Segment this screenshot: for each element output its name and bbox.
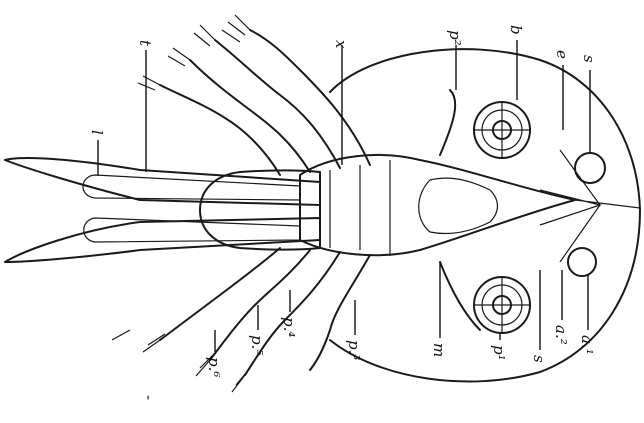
label-p4: p.⁴ [280,317,298,337]
abdomen-segments [200,171,320,250]
antenna-upper [440,90,455,155]
label-p3: p.³ [345,340,363,360]
label-s-bottom: s [530,355,548,363]
label-l: l [88,130,106,135]
label-p2: p² [446,30,464,46]
cephalothorax [300,155,575,255]
label-a1: a.¹ [578,335,596,355]
antennule-base-upper [575,153,605,183]
label-p6: p.⁶ [205,357,223,377]
label-p1: p¹ [490,345,508,361]
label-m: m [430,343,448,357]
mouthpart-cluster [419,178,498,233]
label-dash: - [140,395,158,400]
leg-upper-3 [190,60,310,172]
antenna-lower [440,262,480,330]
label-s-top: s [580,55,598,63]
leg-lower-setae [112,330,250,392]
eye-upper [474,102,530,158]
label-a2: a.² [552,325,570,345]
label-t: t [136,40,154,47]
label-e: e [553,50,571,59]
leg-upper-1 [250,30,370,165]
leg-upper-2 [215,40,340,168]
leg-upper-4 [160,85,280,175]
eye-lower [474,277,530,333]
leg-upper-setae [138,15,250,90]
intestine-lower [84,218,300,242]
label-b: b [507,25,525,35]
segment-lines [330,160,390,256]
leg-lower-4 [160,248,280,340]
antennule-base-lower [568,248,596,276]
label-p5: p.⁵ [248,335,266,355]
label-x: x [332,40,350,49]
carapace-outline [330,49,640,381]
